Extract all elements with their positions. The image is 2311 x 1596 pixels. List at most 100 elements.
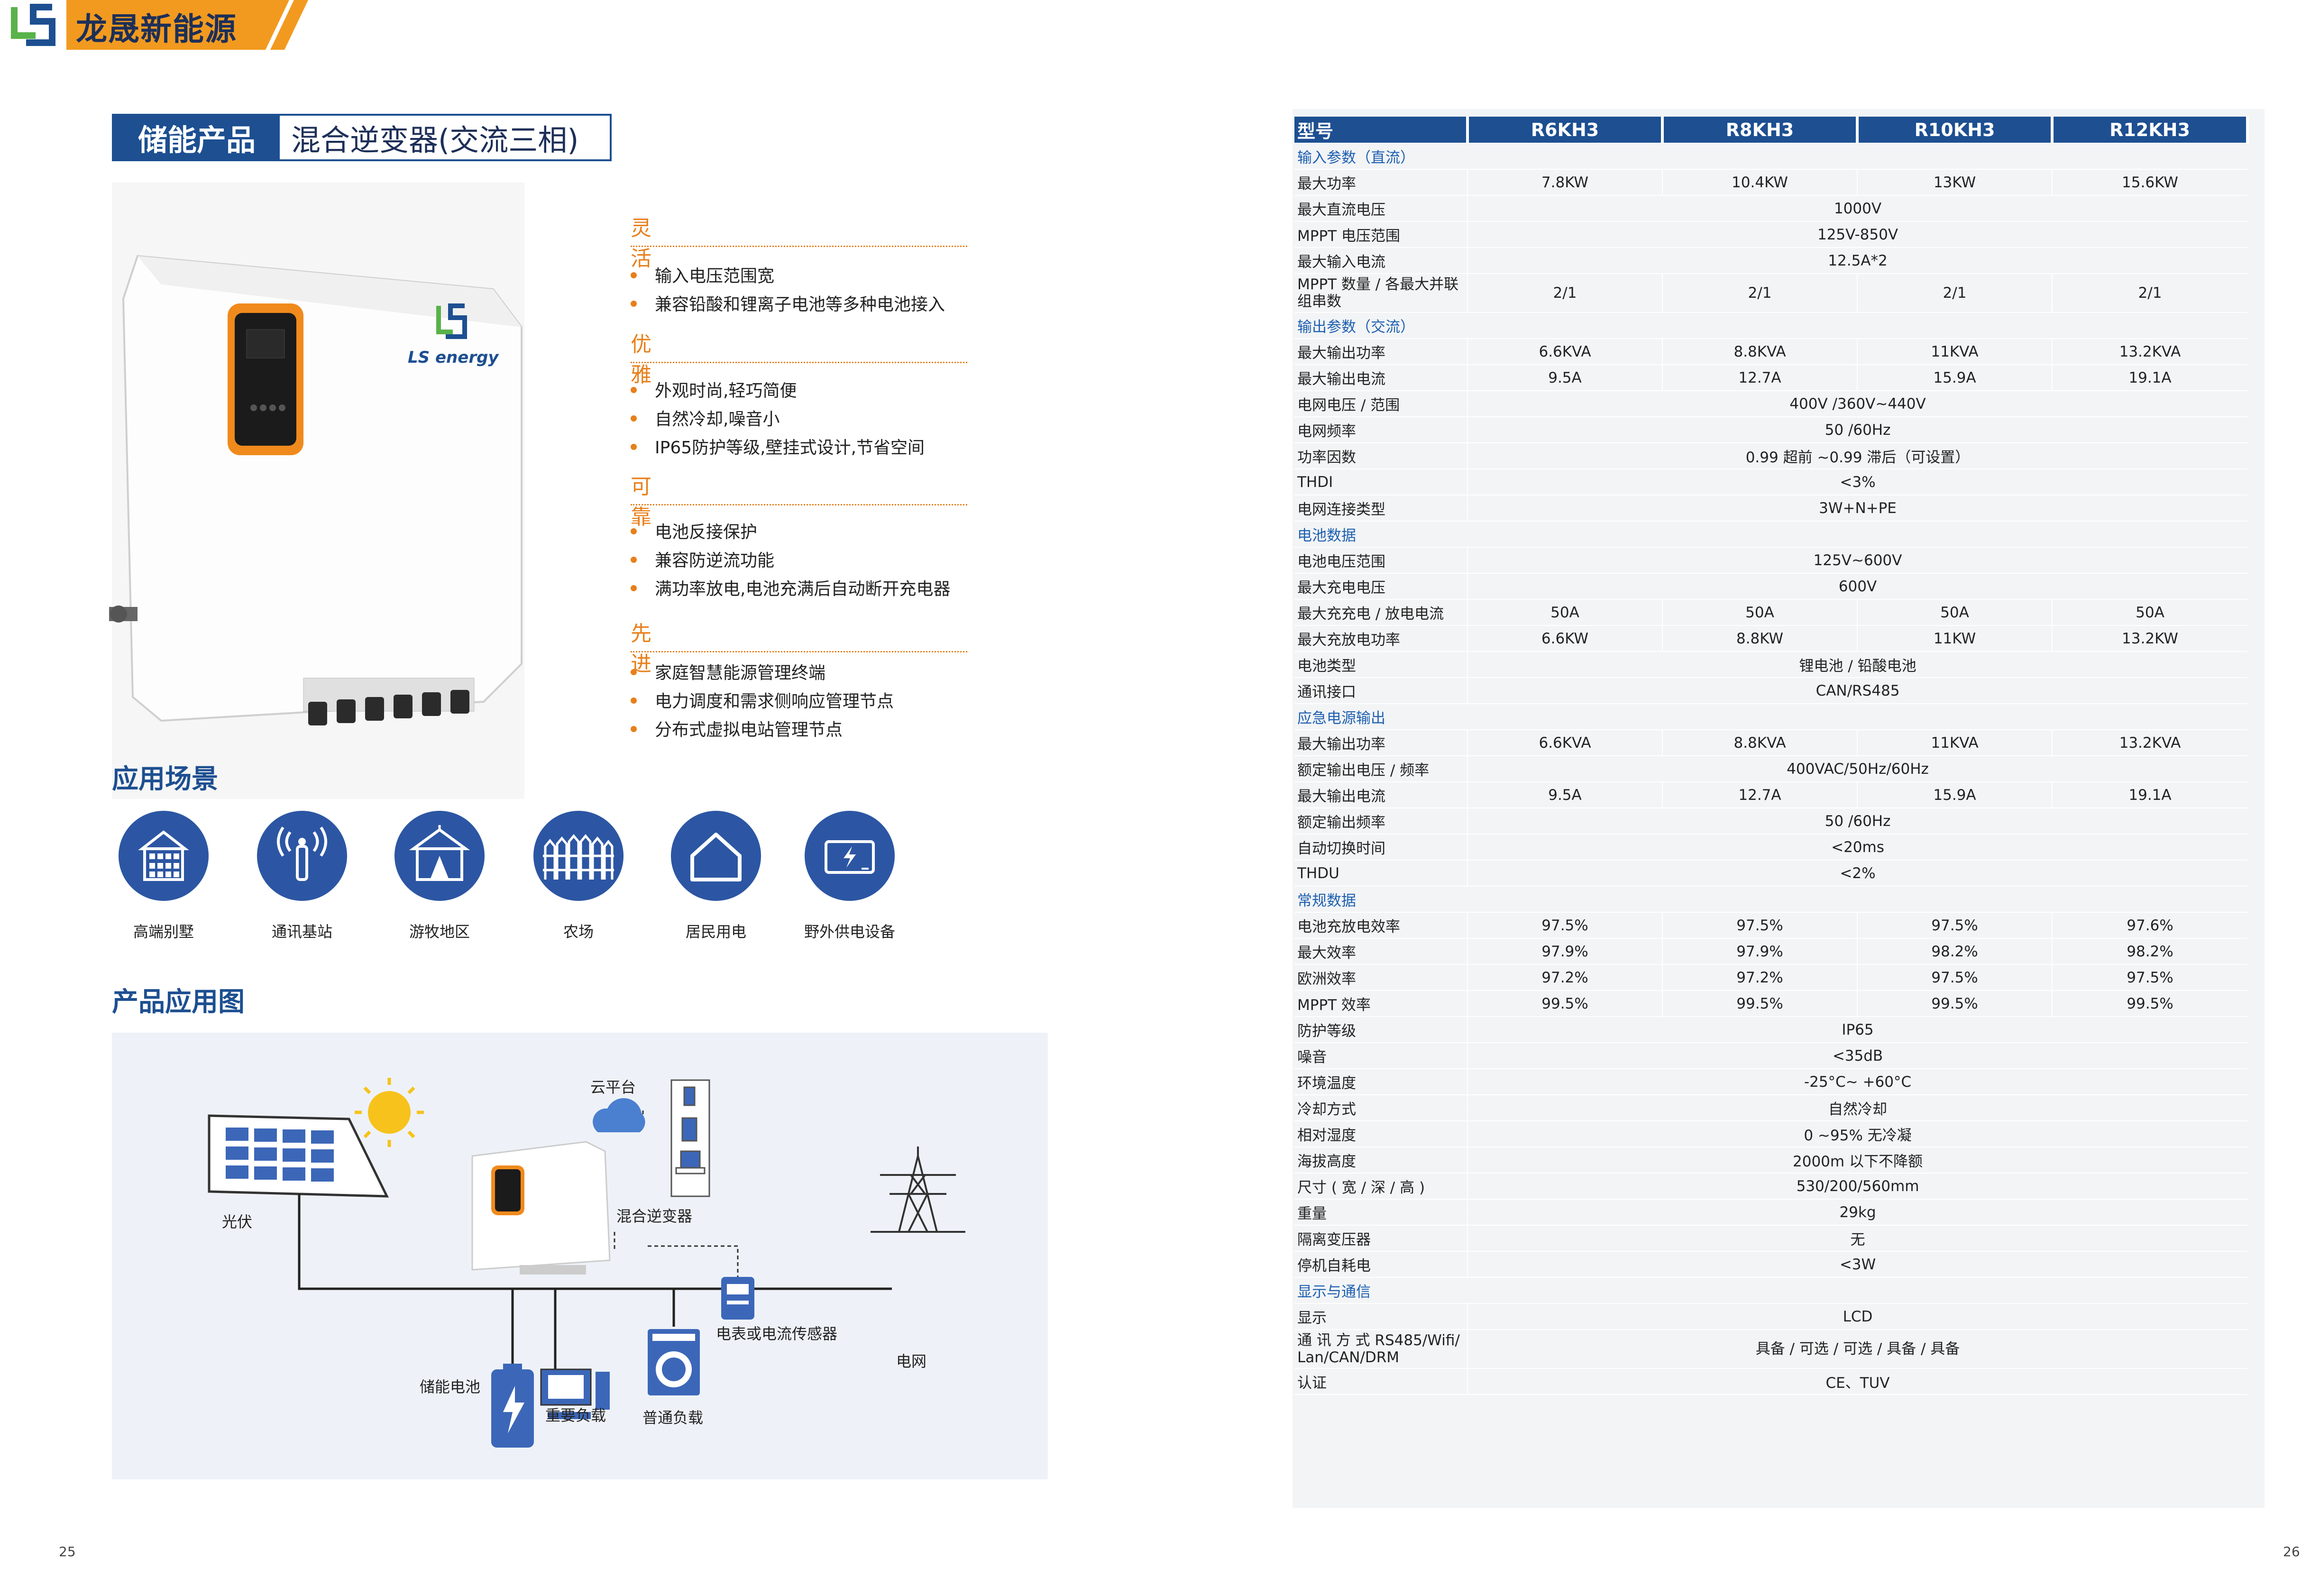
spec-value: 15.9A [1857, 365, 2052, 391]
spec-label: 自动切换时间 [1294, 834, 1467, 861]
spec-value: 13KW [1857, 169, 2052, 196]
fence-icon [543, 834, 614, 880]
page-number-right: 26 [2283, 1544, 2300, 1559]
spec-value: 2/1 [1857, 274, 2052, 313]
spec-section-row: 显示与通信 [1294, 1277, 2247, 1304]
sun-icon [355, 1078, 424, 1147]
label-cloud: 云平台 [590, 1078, 636, 1096]
spec-label: 显示 [1294, 1303, 1467, 1330]
spec-value: 400VAC/50Hz/60Hz [1467, 756, 2247, 782]
scene-outdoor-power [805, 811, 895, 901]
spec-value: 9.5A [1467, 782, 1662, 808]
spec-value: 99.5% [2052, 991, 2247, 1017]
spec-value: 50 /60Hz [1467, 808, 2247, 835]
panel-logo-text: LS energy [408, 348, 499, 367]
spec-label: 隔离变压器 [1294, 1225, 1467, 1252]
signal-tower-icon [277, 826, 327, 881]
feature-item: 家庭智慧能源管理终端 [631, 659, 825, 684]
spec-value: 98.2% [1857, 938, 2052, 965]
spec-label: 功率因数 [1294, 443, 1467, 469]
divider [631, 504, 967, 505]
spec-value: 6.6KVA [1467, 730, 1662, 756]
spec-value: 10.4KW [1662, 169, 1857, 196]
spec-value: 具备 / 可选 / 可选 / 具备 / 具备 [1467, 1330, 2247, 1369]
title-category: 储能产品 [114, 116, 280, 159]
spec-value: 6.6KVA [1467, 339, 1662, 365]
spec-value: 8.8KVA [1662, 339, 1857, 365]
spec-value: 1000V [1467, 195, 2247, 222]
page-number-left: 25 [59, 1544, 76, 1559]
spec-row: 冷却方式自然冷却 [1294, 1095, 2247, 1121]
spec-section-label: 电池数据 [1294, 521, 2247, 548]
spec-value: 99.5% [1857, 991, 2052, 1017]
spec-section-row: 应急电源输出 [1294, 704, 2247, 730]
spec-label: MPPT 电压范围 [1294, 221, 1467, 248]
power-tower-icon [871, 1147, 965, 1233]
feature-item: 满功率放电,电池充满后自动断开充电器 [631, 575, 950, 600]
spec-table: 型号 R6KH3 R8KH3 R10KH3 R12KH3 输入参数（直流）最大功… [1294, 117, 2249, 1395]
outdoor-power-icon [825, 840, 875, 874]
bullet-icon [631, 300, 637, 307]
spec-value: 2/1 [1662, 274, 1857, 313]
spec-row: 停机自耗电<3W [1294, 1251, 2247, 1278]
spec-label: 额定输出频率 [1294, 808, 1467, 835]
spec-header-cell: R8KH3 [1662, 117, 1859, 144]
spec-value: 15.9A [1857, 782, 2052, 808]
spec-label: THDI [1294, 469, 1467, 495]
feature-item: 兼容铅酸和锂离子电池等多种电池接入 [631, 291, 945, 315]
bullet-icon [631, 585, 637, 591]
spec-value: 50A [1662, 599, 1857, 626]
spec-row: THDU<2% [1294, 860, 2247, 887]
feature-item: 外观时尚,轻巧简便 [631, 377, 797, 402]
spec-value: 19.1A [2052, 782, 2247, 808]
spec-value: <20ms [1467, 834, 2247, 861]
villa-icon [138, 830, 189, 881]
spec-label: 欧洲效率 [1294, 964, 1467, 991]
scene-label: 居民用电 [685, 923, 746, 941]
spec-value: 11KVA [1857, 339, 2052, 365]
brand-logo-icon [11, 4, 55, 46]
scene-label: 野外供电设备 [804, 923, 895, 941]
spec-row: 自动切换时间<20ms [1294, 834, 2247, 861]
label-battery: 储能电池 [420, 1378, 481, 1396]
spec-label: MPPT 数量 / 各最大并联组串数 [1294, 274, 1467, 313]
spec-value: 3W+N+PE [1467, 495, 2247, 522]
spec-value: 97.5% [1467, 912, 1662, 939]
spec-label: THDU [1294, 860, 1467, 887]
feature-item: 分布式虚拟电站管理节点 [631, 716, 843, 741]
spec-value: 11KW [1857, 625, 2052, 652]
devices-icon [670, 1079, 710, 1197]
meter-icon [721, 1277, 754, 1320]
scene-label: 高端别墅 [133, 923, 194, 941]
spec-value: <2% [1467, 860, 2247, 887]
label-meter: 电表或电流传感器 [716, 1325, 838, 1343]
bullet-icon [631, 725, 637, 732]
page-title: 储能产品 混合逆变器(交流三相) [112, 114, 612, 161]
spec-header-cell: R12KH3 [2052, 117, 2249, 144]
scene-residential [671, 811, 761, 901]
spec-value: 530/200/560mm [1467, 1173, 2247, 1200]
brand-name: 龙晟新能源 [76, 11, 237, 47]
spec-row: 隔离变压器无 [1294, 1225, 2247, 1252]
scene-farm [533, 811, 624, 901]
spec-label: 最大充电电压 [1294, 573, 1467, 600]
spec-section-label: 常规数据 [1294, 886, 2247, 913]
diagram-graphics [208, 1078, 965, 1448]
spec-label: 电网电压 / 范围 [1294, 391, 1467, 417]
computer-icon [540, 1368, 610, 1419]
spec-value: 125V-850V [1467, 221, 2247, 248]
scene-base-station [257, 811, 347, 901]
bullet-icon [631, 556, 637, 563]
spec-value: CAN/RS485 [1467, 678, 2247, 704]
